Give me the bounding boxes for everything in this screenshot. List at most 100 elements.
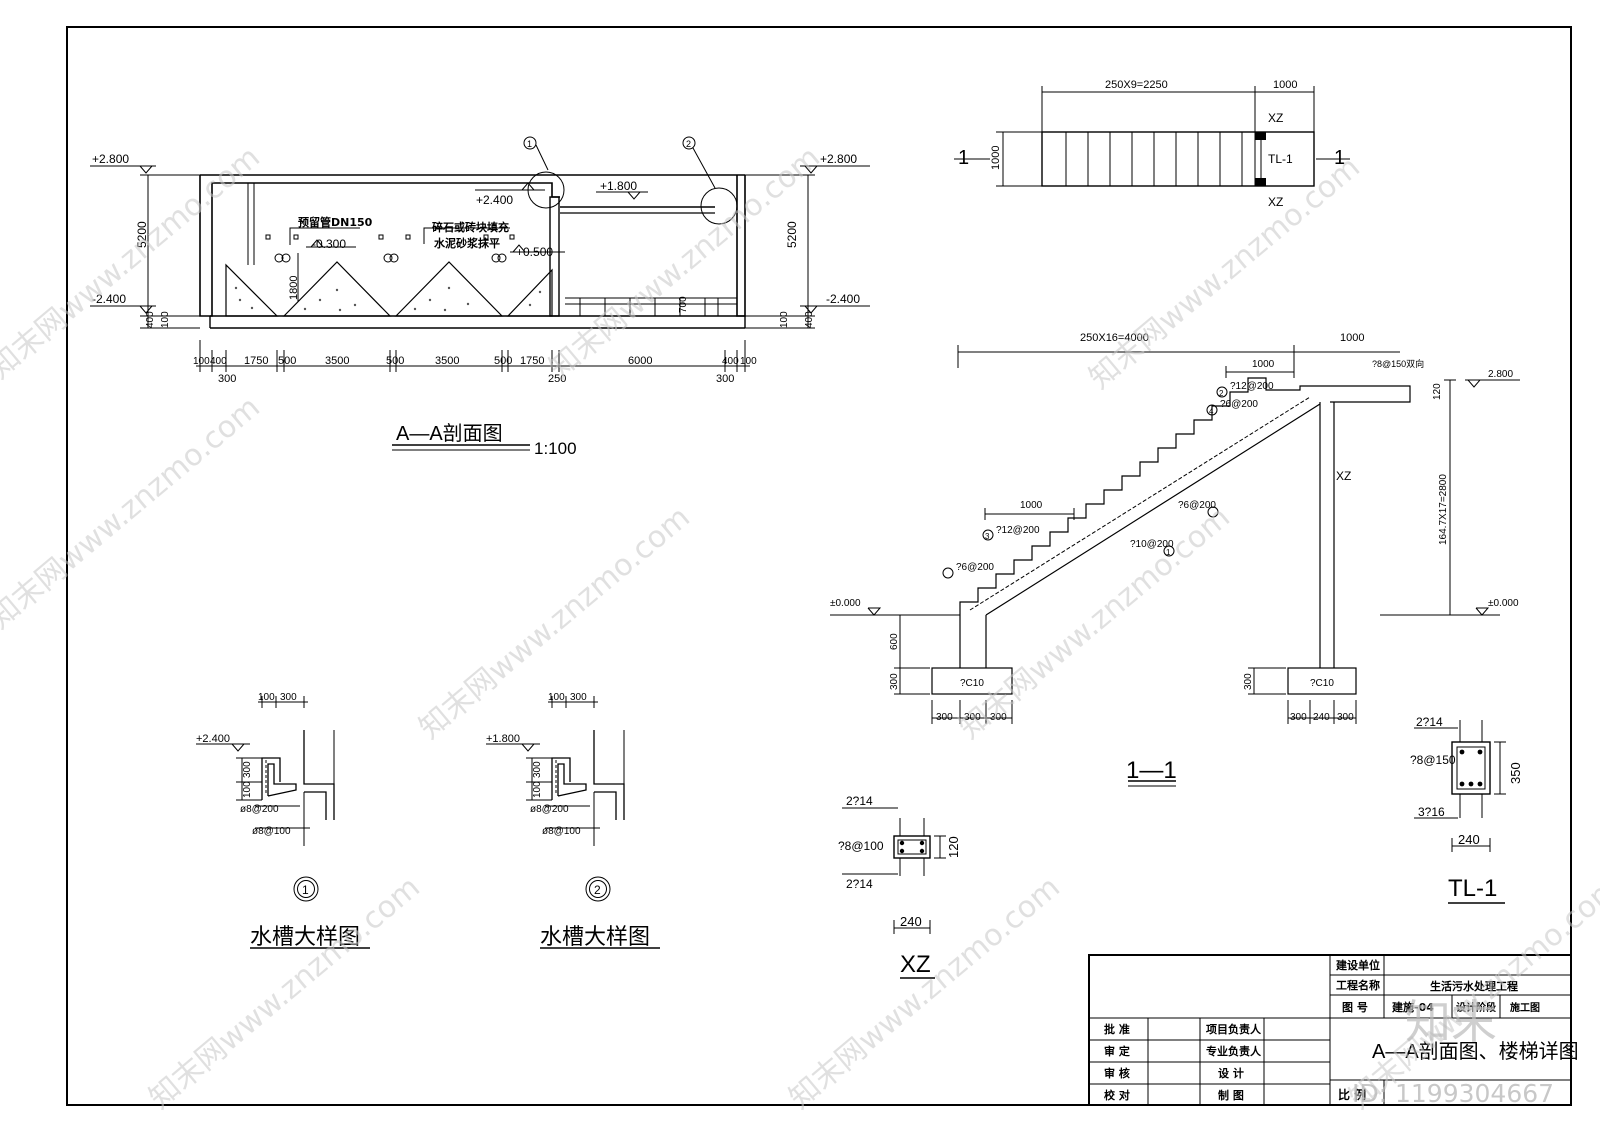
tl1-width: 240 <box>1458 832 1480 847</box>
sec11-level-zero-left: ±0.000 <box>830 598 861 609</box>
height-right: 5200 <box>785 221 799 248</box>
sec11-rebar-r3: ?12@200 <box>996 525 1040 536</box>
tb-drawing-no: 建施-04 <box>1392 1000 1434 1014</box>
section-aa-title: A—A剖面图 <box>396 422 503 445</box>
callout-2: 2 <box>686 139 691 149</box>
tb-proof: 校 对 <box>1104 1088 1130 1102</box>
tb-scale-label: 比 例 <box>1338 1087 1366 1102</box>
tb-project-name: 生活污水处理工程 <box>1430 979 1518 993</box>
tb-client-label: 建设单位 <box>1336 958 1380 972</box>
sec11-marker-3: 3 <box>985 532 990 541</box>
sec11-rebar-r2: ?12@200 <box>1230 381 1274 392</box>
watermark-text: 知末网www.znzmo.com <box>413 500 697 746</box>
height-left: 5200 <box>135 221 149 248</box>
dim-aa-6000: 6000 <box>628 355 652 367</box>
watermark-text: 知末网www.znzmo.com <box>543 140 827 386</box>
xz-height: 120 <box>946 836 961 858</box>
trough1-level: +2.400 <box>196 733 230 745</box>
section-aa <box>90 136 870 451</box>
sec11-dim-run: 250X16=4000 <box>1080 332 1149 344</box>
sec11-level-top: 2.800 <box>1488 369 1513 380</box>
height-400-left: 400 <box>145 311 156 328</box>
note-fill-2: 水泥砂浆抹平 <box>434 236 500 250</box>
dim-aa-300a: 300 <box>218 373 236 385</box>
trough2-rebar-b: ø8@100 <box>542 826 581 837</box>
tl1-section: 2?14 ?8@150 3?16 350 240 TL-1 <box>1410 715 1523 904</box>
level-weir: +1.800 <box>600 179 637 193</box>
watermark-brand: 知末 <box>1405 995 1497 1049</box>
level-wall-top: +2.400 <box>476 193 513 207</box>
height-100-left: 100 <box>160 311 171 328</box>
tb-pm: 项目负责人 <box>1206 1022 1262 1036</box>
trough1-dim-side-a: 100 <box>242 781 253 798</box>
sheet-border <box>66 26 1572 1106</box>
level-pipe: -0.300 <box>312 237 346 251</box>
watermark-text: 知末网www.znzmo.com <box>783 870 1067 1116</box>
tb-design: 设 计 <box>1218 1066 1244 1080</box>
height-700: 700 <box>678 296 689 313</box>
xz-width: 240 <box>900 914 922 929</box>
sec11-dim-300a: 300 <box>889 673 900 690</box>
trough1-dim-top-a: 100 <box>258 692 275 703</box>
sec11-foot-right-3: 300 <box>1337 712 1354 723</box>
dim-aa-500b: 500 <box>386 355 404 367</box>
plan-cut-right: 1 <box>1334 147 1345 169</box>
level-bottom-right: -2.400 <box>826 292 860 306</box>
trough2-dim-side-a: 100 <box>532 781 543 798</box>
dim-aa-3500a: 3500 <box>325 355 349 367</box>
sec11-xz: XZ <box>1336 469 1351 483</box>
dim-aa-1750a: 1750 <box>244 355 268 367</box>
xz-top-bar: 2?14 <box>846 794 873 808</box>
tl1-bottom-bar: 3?16 <box>1418 805 1445 819</box>
section-aa-labels: +2.800 -2.400 +2.800 -2.400 +2.400 +1.80… <box>92 139 860 458</box>
section-11-labels: 250X16=4000 1000 1000 1000 164.7X17=2800… <box>830 332 1519 784</box>
sec11-marker-2: 2 <box>1219 389 1224 398</box>
sec11-marker-4: 4 <box>1209 407 1214 416</box>
tb-review: 审 定 <box>1104 1044 1130 1058</box>
plan-dim-landing: 1000 <box>1273 79 1297 91</box>
sec11-foot-left-2: 300 <box>964 712 981 723</box>
watermark-text: 知末网www.znzmo.com <box>953 500 1237 746</box>
sec11-footing-right: ?C10 <box>1310 678 1334 689</box>
trough1-rebar-a: ø8@200 <box>240 804 279 815</box>
xz-section: 2?14 ?8@100 2?14 120 240 XZ <box>838 794 961 979</box>
watermark-id: ID: 1199304667 <box>1352 1079 1554 1108</box>
trough2-dim-side-b: 300 <box>532 761 543 778</box>
trough1-rebar-b: ø8@100 <box>252 826 291 837</box>
plan-dim-width: 1000 <box>990 146 1002 170</box>
watermark-text: 知末网www.znzmo.com <box>0 140 267 386</box>
sec11-rebar-top: ?8@150双向 <box>1372 358 1424 369</box>
height-400-right: 400 <box>804 311 815 328</box>
dim-aa-100b: 100 <box>740 356 757 367</box>
sec11-foot-left-3: 300 <box>990 712 1007 723</box>
plan-xz-bottom: XZ <box>1268 195 1283 209</box>
trough2-dim-top-b: 300 <box>570 692 587 703</box>
plan-xz-top: XZ <box>1268 111 1283 125</box>
sec11-foot-right-1: 300 <box>1290 712 1307 723</box>
tl1-height: 350 <box>1508 762 1523 784</box>
watermark-text: 知末网www.znzmo.com <box>0 390 267 636</box>
sec11-footing-left: ?C10 <box>960 678 984 689</box>
tb-draw: 制 图 <box>1218 1088 1244 1102</box>
tl1-stirrup: ?8@150 <box>1410 753 1456 767</box>
tb-discipline: 专业负责人 <box>1206 1044 1262 1058</box>
trough2-dim-top-a: 100 <box>548 692 565 703</box>
dim-aa-400b: 400 <box>722 356 739 367</box>
tb-stage: 施工图 <box>1510 1001 1540 1014</box>
tb-check: 审 核 <box>1104 1066 1130 1080</box>
dim-aa-500a: 500 <box>278 355 296 367</box>
plan-dim-run: 250X9=2250 <box>1105 79 1168 91</box>
height-100-right: 100 <box>779 311 790 328</box>
dim-aa-500c: 500 <box>494 355 512 367</box>
sec11-marker-1: 1 <box>1166 548 1171 557</box>
section-11-title: 1—1 <box>1126 757 1177 784</box>
callout-1: 1 <box>527 139 532 149</box>
plan-tl: TL-1 <box>1268 152 1293 166</box>
xz-bottom-bar: 2?14 <box>846 877 873 891</box>
sec11-dim-120: 120 <box>1432 383 1443 400</box>
trough2-marker: 2 <box>594 883 601 897</box>
title-block: 建设单位 工程名称 生活污水处理工程 图 号 建施-04 设计阶段 施工图 批 … <box>1088 954 1579 1106</box>
level-top-left: +2.800 <box>92 152 129 166</box>
sec11-dim-upper: 1000 <box>1252 359 1275 370</box>
